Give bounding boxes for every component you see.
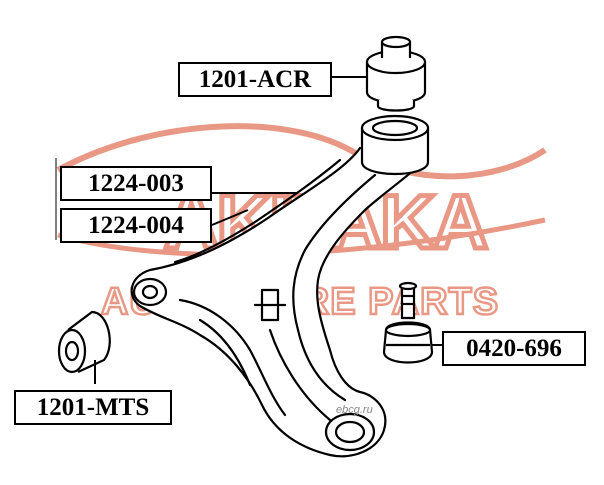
leader-lines bbox=[94, 76, 442, 384]
top-bushing bbox=[365, 35, 427, 112]
label-1201-mts: 1201-MTS bbox=[14, 390, 172, 425]
control-arm bbox=[130, 114, 430, 458]
ball-joint bbox=[382, 281, 434, 364]
front-bushing bbox=[57, 310, 111, 374]
label-1224-004: 1224-004 bbox=[60, 208, 212, 243]
label-1224-003: 1224-003 bbox=[60, 166, 212, 201]
watermark-swoosh bbox=[56, 123, 547, 180]
copyright-text: ebcg.ru bbox=[336, 404, 373, 416]
label-0420-696: 0420-696 bbox=[442, 331, 586, 366]
label-1201-acr: 1201-ACR bbox=[178, 62, 332, 97]
